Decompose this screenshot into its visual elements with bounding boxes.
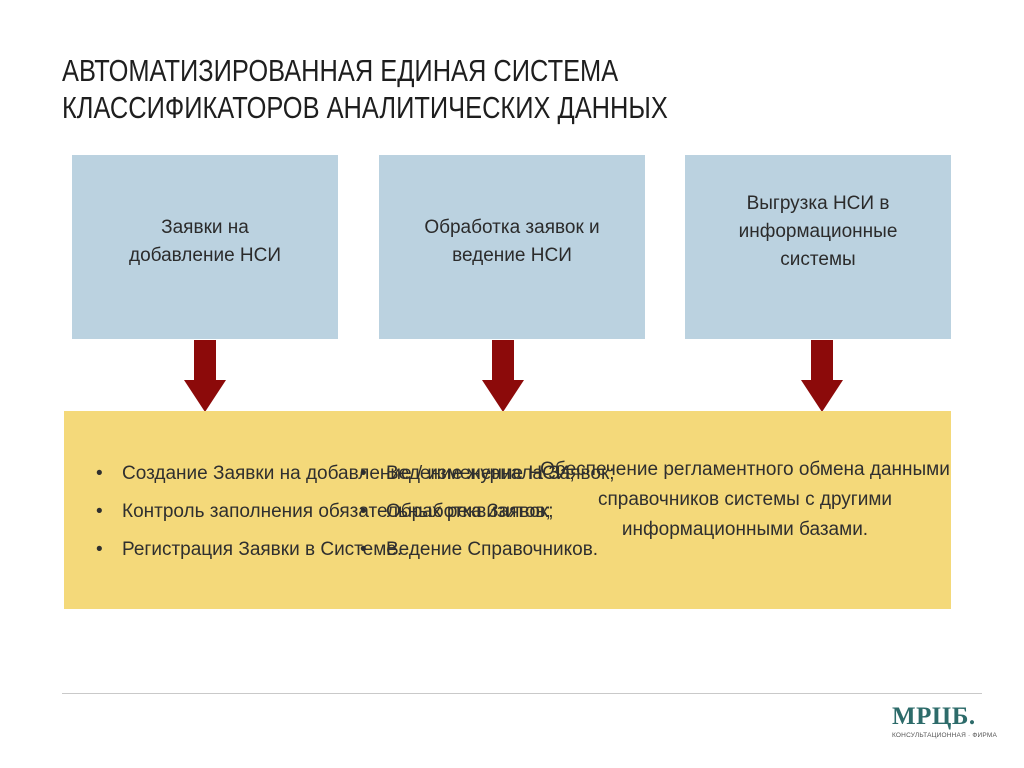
process-box-processing: Обработка заявок и ведение НСИ: [379, 155, 645, 339]
process-box-label: Выгрузка НСИ в информационные системы: [738, 193, 898, 270]
details-panel: Создание Заявки на добавление / изменени…: [64, 411, 951, 609]
mrcb-logo: МРЦБ. КОНСУЛЬТАЦИОННАЯ · ФИРМА: [892, 703, 997, 749]
process-box-requests: Заявки на добавление НСИ: [72, 155, 338, 339]
down-arrow-icon: [184, 340, 226, 412]
down-arrow-icon: [482, 340, 524, 412]
list-item: Регистрация Заявки в Системе.: [88, 531, 575, 569]
list-item: Ведение журнала Заявок;: [352, 455, 615, 493]
list-item: Обработка Заявок;: [352, 493, 615, 531]
down-arrow-icon: [801, 340, 843, 412]
slide-title-line2: КЛАССИФИКАТОРОВ АНАЛИТИЧЕСКИХ ДАННЫХ: [62, 90, 668, 125]
list-item: Обеспечение регламентного обмена данными…: [540, 459, 950, 540]
slide-title-line1: АВТОМАТИЗИРОВАННАЯ ЕДИНАЯ СИСТЕМА: [62, 53, 619, 88]
details-list-export: Обеспечение регламентного обмена данными…: [540, 455, 950, 545]
process-box-label: Заявки на добавление НСИ: [128, 217, 282, 266]
process-box-label: Обработка заявок и ведение НСИ: [424, 217, 600, 266]
list-item: Ведение Справочников.: [352, 531, 615, 569]
details-list-processing: Ведение журнала Заявок; Обработка Заявок…: [352, 455, 615, 569]
footer-divider: [62, 693, 982, 694]
slide-title: АВТОМАТИЗИРОВАННАЯ ЕДИНАЯ СИСТЕМА КЛАССИ…: [62, 52, 800, 126]
logo-tagline: КОНСУЛЬТАЦИОННАЯ · ФИРМА: [892, 732, 997, 739]
process-box-export: Выгрузка НСИ в информационные системы: [685, 155, 951, 339]
logo-name: МРЦБ.: [892, 703, 976, 730]
